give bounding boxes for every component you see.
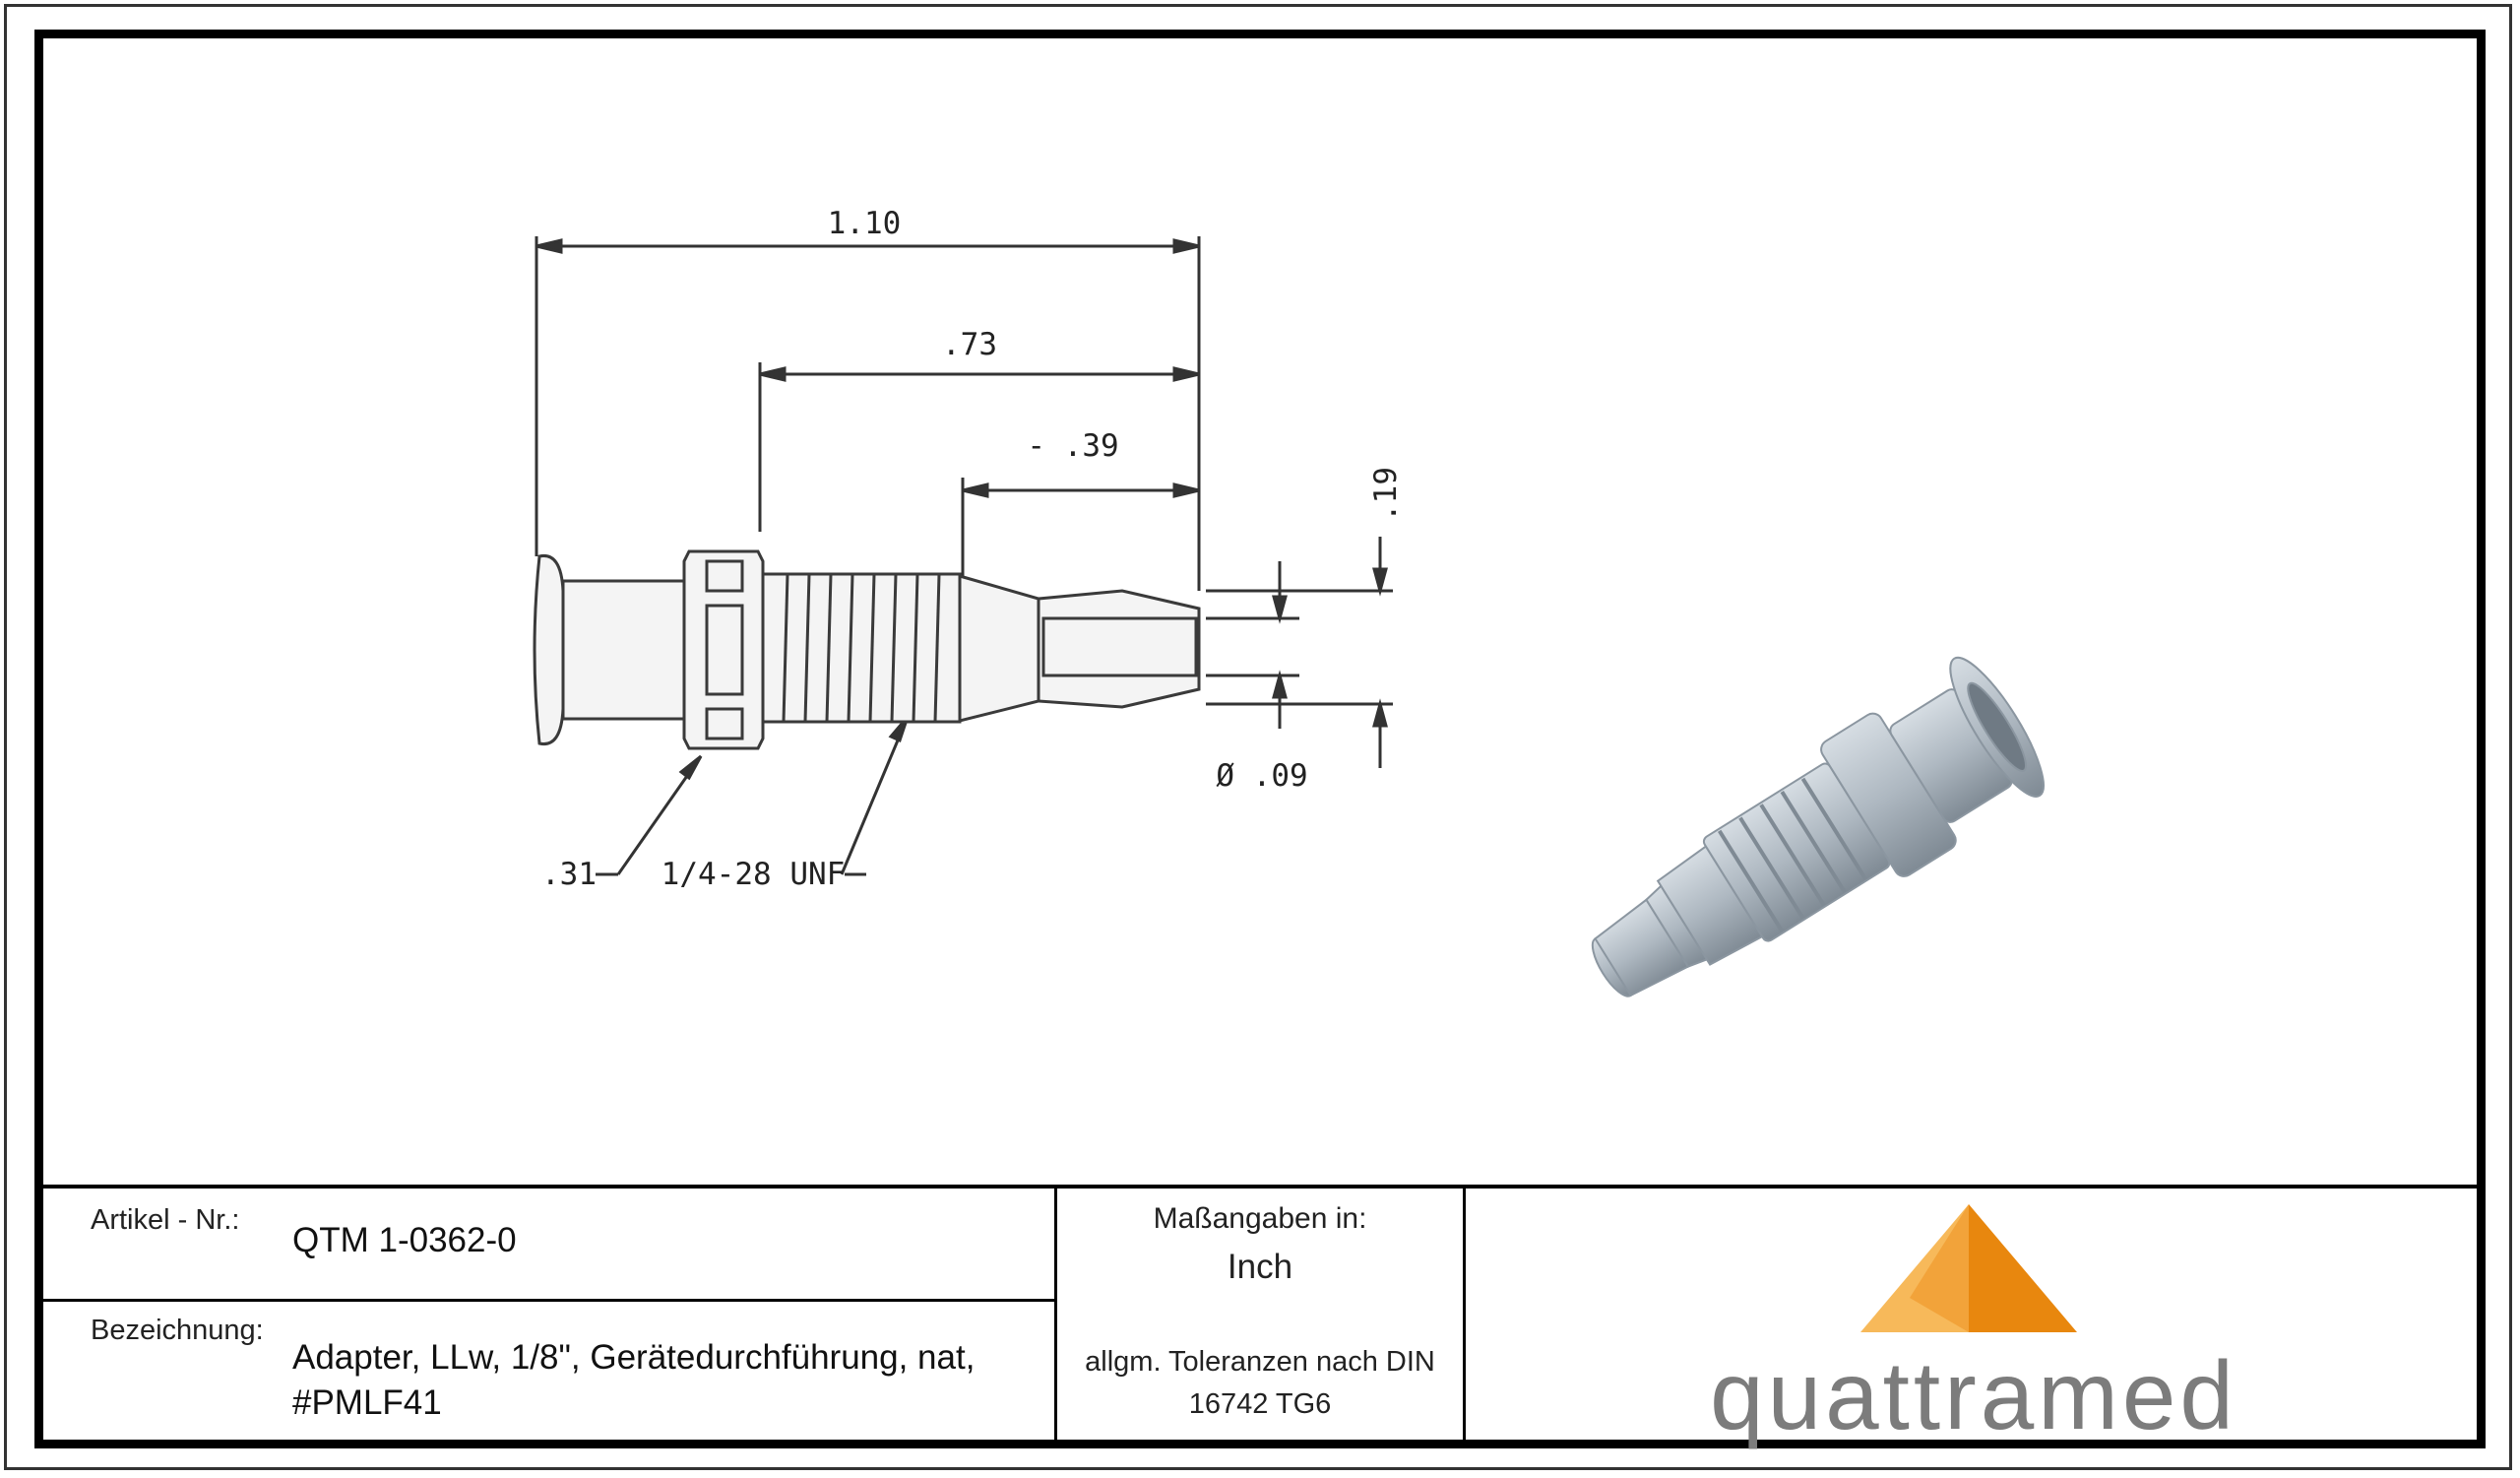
designation-label: Bezeichnung:: [91, 1315, 264, 1346]
dim-outer-diameter: .19: [1368, 467, 1404, 522]
dim-overall-length: 1.10: [828, 206, 902, 241]
dim-thread-to-tip: .73: [942, 327, 997, 362]
article-number-label: Artikel - Nr.:: [91, 1204, 240, 1236]
dim-hex-size: .31: [541, 857, 597, 892]
technical-drawing: 1.10 .73 - .39 .19 Ø .09 .31 1/4-28 UNF: [533, 206, 2045, 997]
dim-inner-diameter: Ø .09: [1216, 758, 1307, 794]
designation-line-1: Adapter, LLw, 1/8", Gerätedurchführung, …: [292, 1338, 976, 1377]
article-number-value: QTM 1-0362-0: [292, 1221, 517, 1259]
drawing-frame: [34, 30, 2486, 1448]
part-3d-render: [1591, 656, 2045, 997]
tolerance-line-2: 16742 TG6: [1188, 1388, 1332, 1420]
dim-barb-length: - .39: [1027, 428, 1118, 464]
units-value: Inch: [1227, 1248, 1293, 1286]
dim-thread-spec: 1/4-28 UNF: [662, 857, 846, 892]
units-label: Maßangaben in:: [1153, 1202, 1367, 1235]
logo-triangle-icon: [1860, 1204, 2077, 1332]
designation-line-2: #PMLF41: [292, 1383, 442, 1422]
tolerance-line-1: allgm. Toleranzen nach DIN: [1085, 1346, 1435, 1378]
outer-border: [4, 4, 2512, 1470]
brand-logo-text: quattramed: [1710, 1341, 2237, 1449]
title-block: Artikel - Nr.: QTM 1-0362-0 Bezeichnung:…: [43, 1185, 2477, 1440]
